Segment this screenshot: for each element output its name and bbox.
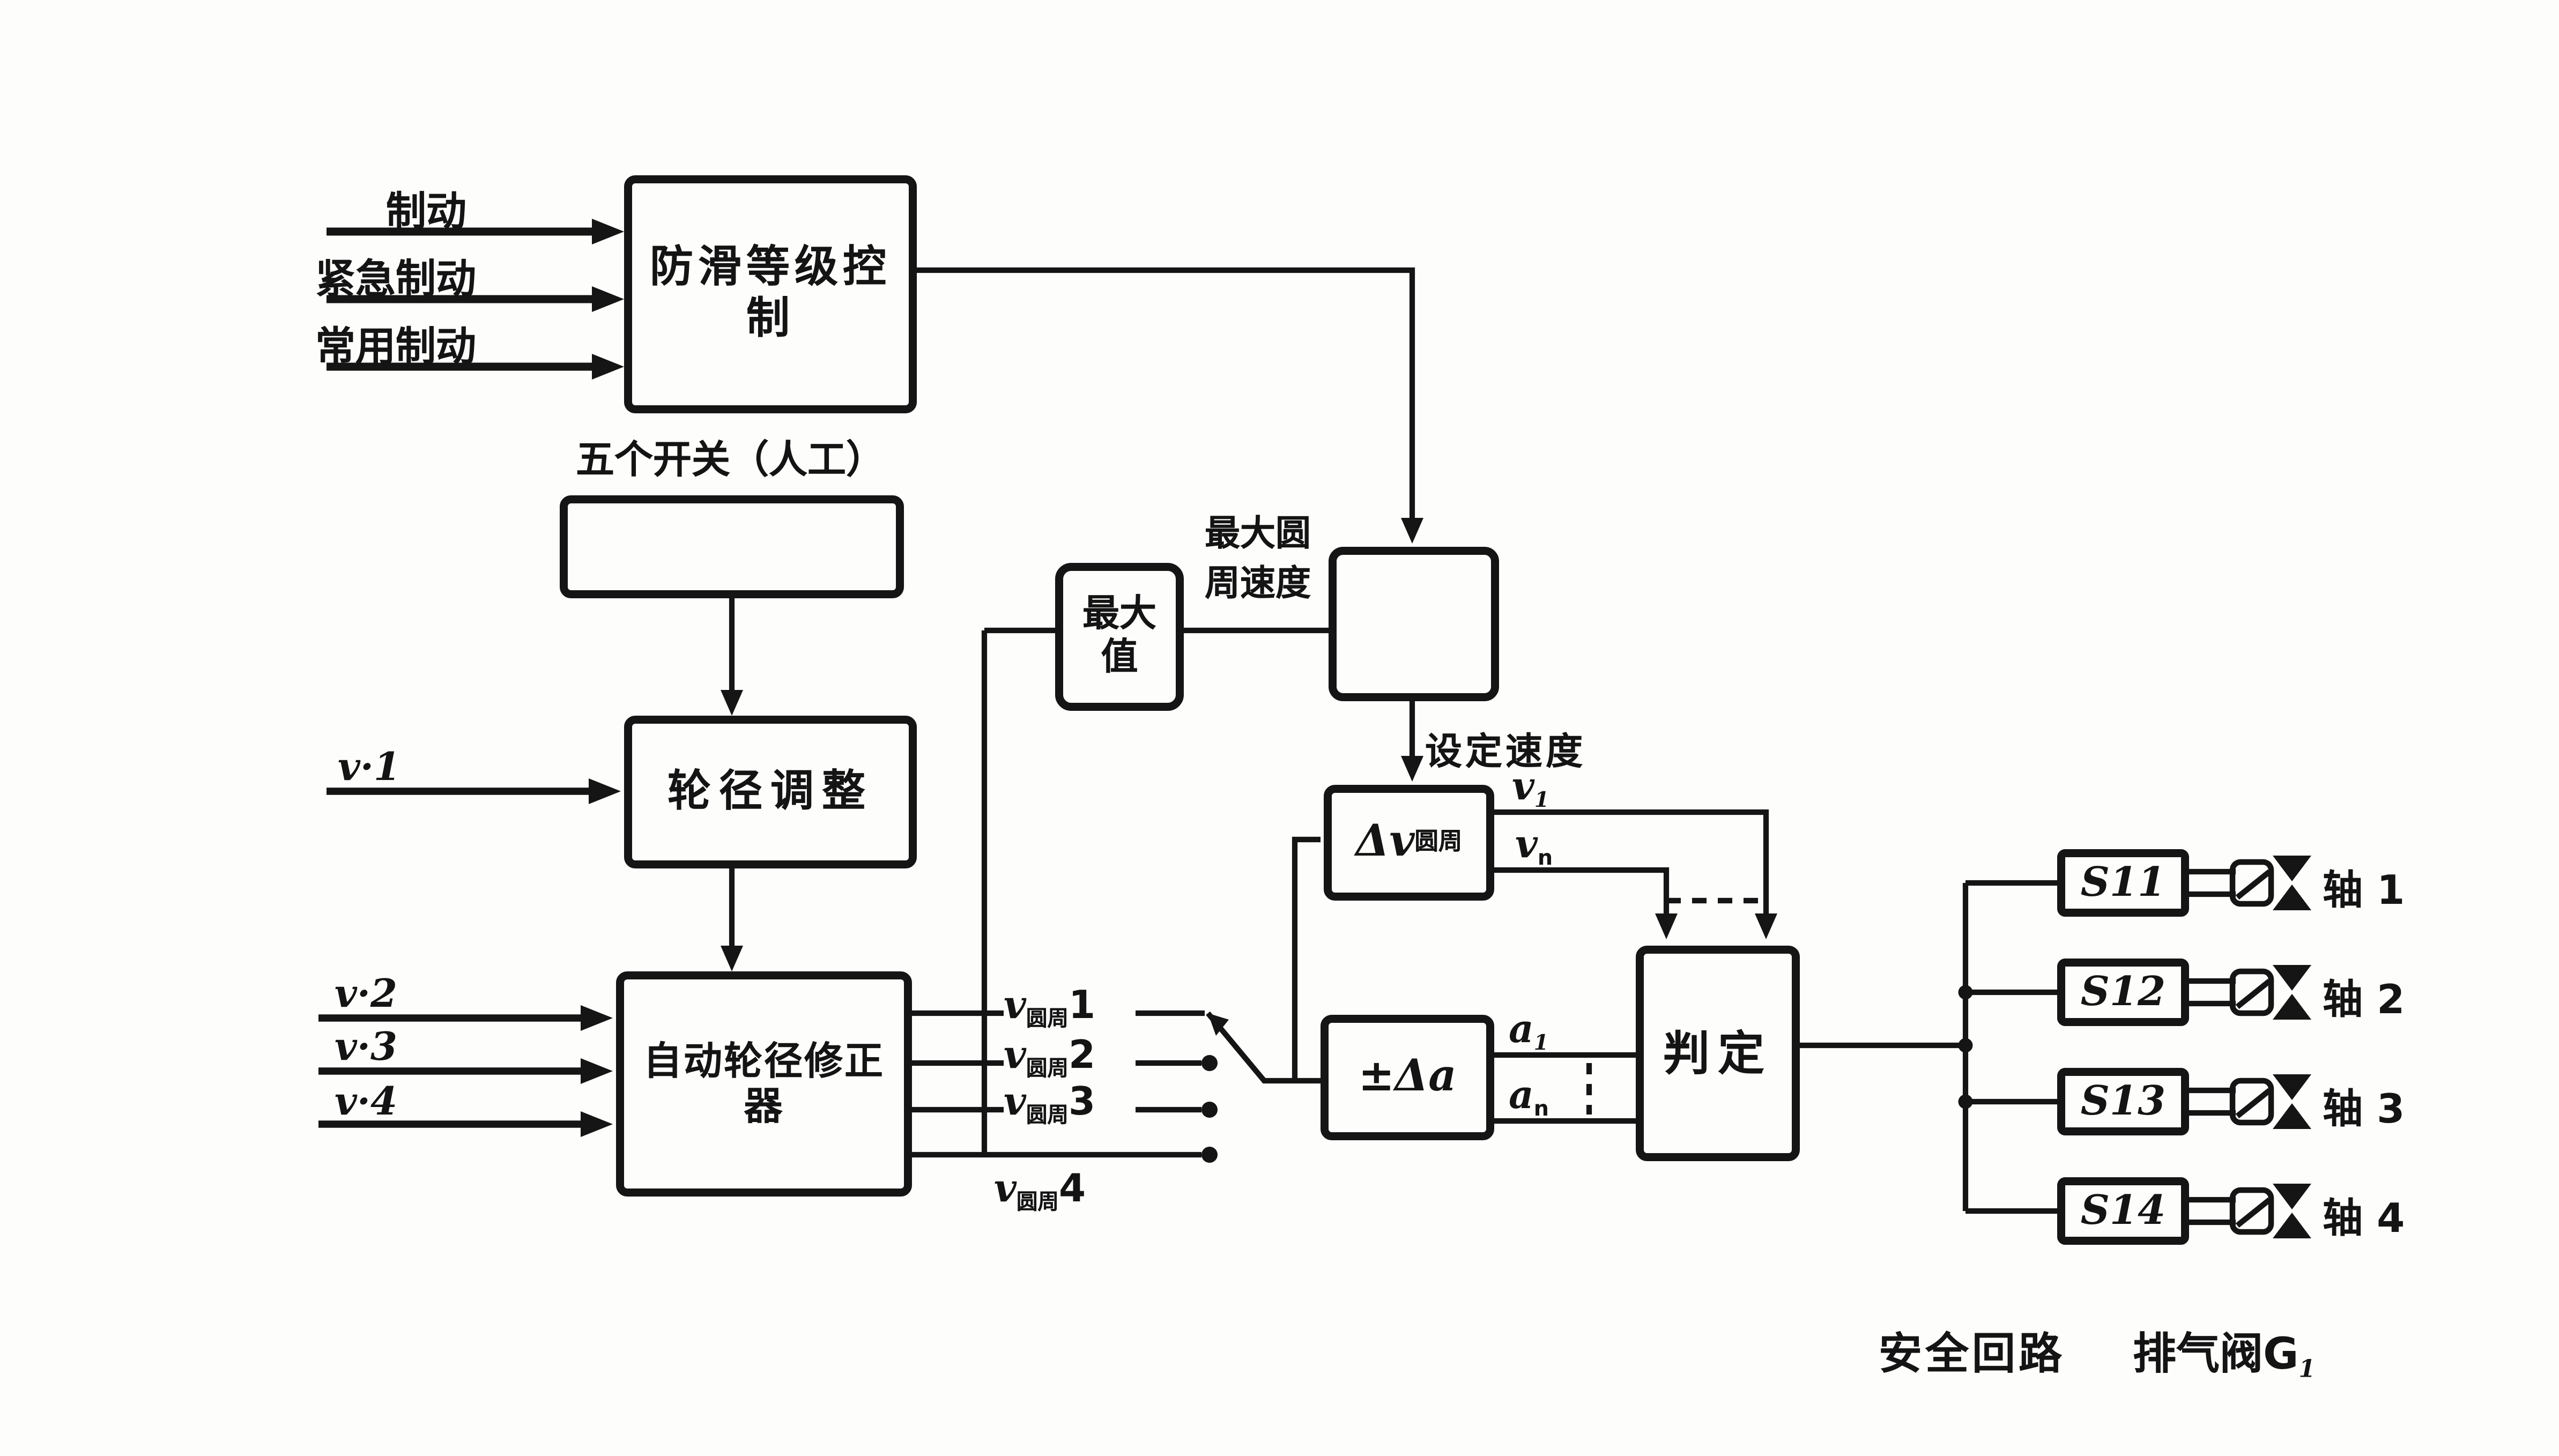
solenoid-box-s14: S14 [2057,1177,2189,1245]
axle-label-2: 轴 2 [2323,976,2405,1023]
exhaust-valve-icon [2189,965,2311,1020]
exhaust-valve-label: 排气阀G1 [2133,1330,2316,1384]
max-circumferential-speed-label: 最大圆 周速度 [1204,515,1311,605]
solenoid-box-s11: S11 [2057,849,2189,917]
manual-switches-caption: 五个开关（人工） [576,437,885,482]
judge-label: 判定 [1663,1026,1772,1081]
wheel-speed-label-2: v圆周2 [1004,1031,1096,1082]
wheel-diameter-adjust-box: 轮径调整 [624,716,917,868]
brake-input-label-1: 制动 [386,188,467,235]
max-value-line1: 最大 [1082,593,1156,635]
junction-dot [1958,1094,1973,1109]
safety-loop-label: 安全回路 [1879,1330,2065,1380]
v234-input-arrows [318,1005,613,1137]
dv-output-label-vn: vn [1515,820,1553,871]
delta-a-box: ±Δa [1321,1015,1494,1140]
judge-box: 判定 [1636,946,1800,1161]
wheel-diameter-adjust-label: 轮径调整 [667,766,873,816]
speed-input-label-v3: v·3 [335,1023,397,1069]
wheel-adjust-output-line [721,868,743,971]
solenoid-s12-label: S12 [2080,968,2166,1015]
exhaust-valve-icon [2189,1184,2311,1238]
solenoid-box-s13: S13 [2057,1068,2189,1135]
solenoid-s11-label: S11 [2080,859,2166,906]
set-speed-label: 设定速度 [1425,732,1586,774]
selector-wiper [1206,836,1321,1084]
solenoid-s14-label: S14 [2080,1187,2166,1234]
speed-input-label-v4: v·4 [335,1078,397,1124]
v1-input-arrow [327,778,621,804]
auto-wheel-corrector-box: 自动轮径修正器 [616,971,912,1197]
da-output-lines [1494,1052,1636,1124]
set-speed-line [1401,701,1423,782]
wheel-speed-label-3: v圆周3 [1004,1078,1096,1128]
speed-input-label-v2: v·2 [335,970,397,1016]
junction-dot [1958,985,1973,1000]
axle-label-1: 轴 1 [2323,867,2405,913]
solenoid-box-s12: S12 [2057,959,2189,1026]
speed-input-label-v1: v·1 [338,743,400,790]
selector-contact-lines [1136,1010,1218,1163]
junction-dot [1958,1038,1973,1053]
da-output-label-a1: a1 [1509,1005,1549,1056]
manual-switches-box [560,495,904,598]
max-value-box: 最大 值 [1055,563,1184,711]
dv-output-lines [1494,809,1777,939]
solenoid-s13-label: S13 [2080,1078,2166,1125]
switchbox-output-line [721,598,743,716]
brake-input-label-3: 常用制动 [315,323,477,370]
judge-output-bus [1800,880,2057,1214]
antiskid-level-control-box: 防滑等级控制 [624,175,917,413]
brake-input-label-2: 紧急制动 [315,256,477,302]
exhaust-valve-icon [2189,1074,2311,1129]
wheel-speed-label-4: v圆周4 [994,1164,1086,1215]
wheel-speed-label-1: v圆周1 [1004,981,1096,1032]
axle-label-4: 轴 4 [2323,1195,2405,1242]
antiskid-output-line [917,267,1423,544]
exhaust-valve-icon [2189,856,2311,910]
brake-input-arrows [327,219,624,380]
da-output-label-an: an [1509,1071,1549,1122]
max-collector-bus [912,627,1201,1158]
antiskid-level-control-label: 防滑等级控制 [650,243,891,344]
speed-curve-box [1329,547,1499,701]
max-value-line2: 值 [1101,637,1138,679]
delta-a-label: ±Δa [1358,1052,1457,1102]
delta-v-sub: 圆周 [1414,827,1463,856]
dv-output-label-v1: v1 [1512,762,1549,813]
auto-wheel-corrector-label: 自动轮径修正器 [643,1038,885,1129]
delta-v-label: Δv [1355,817,1415,867]
axle-label-3: 轴 3 [2323,1086,2405,1132]
